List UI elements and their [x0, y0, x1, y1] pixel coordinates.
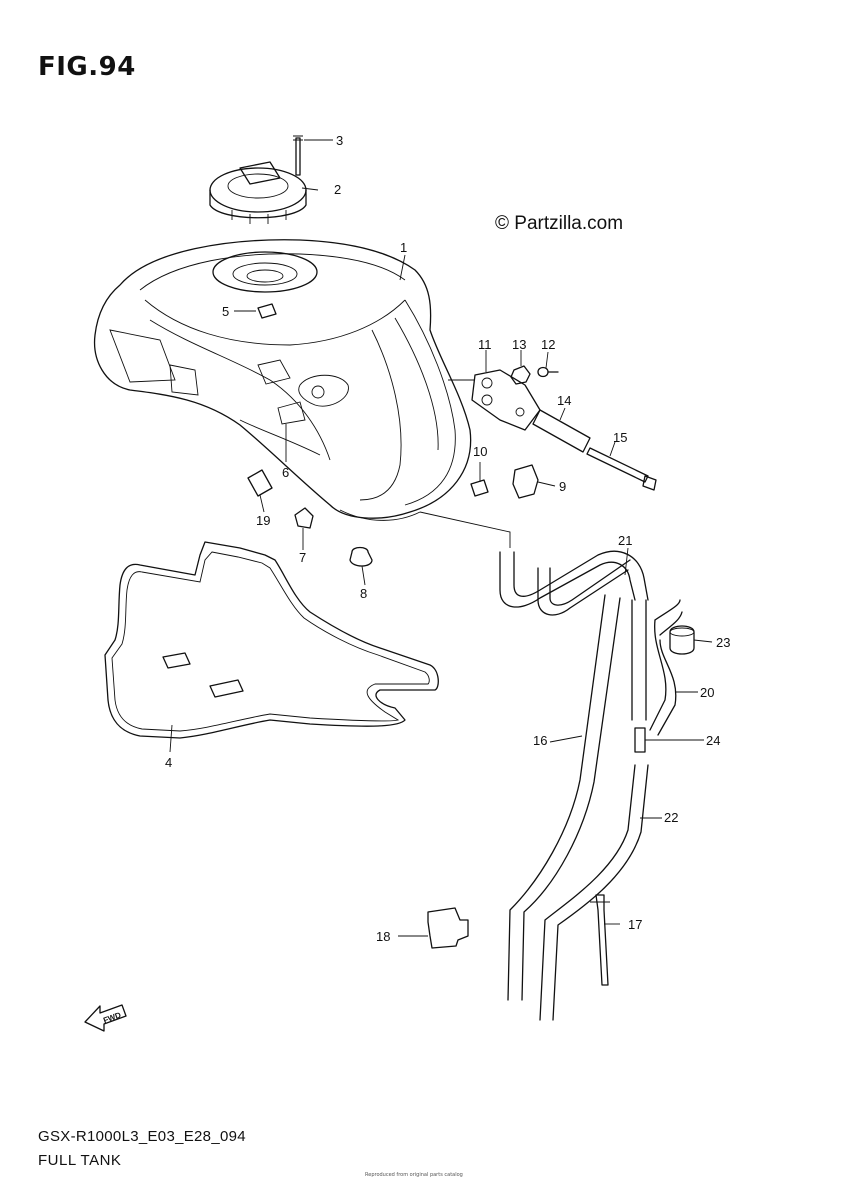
part-label-20: 20 — [700, 685, 714, 700]
part-label-13: 13 — [512, 337, 526, 352]
part-label-12: 12 — [541, 337, 555, 352]
part-label-23: 23 — [716, 635, 730, 650]
part-label-1: 1 — [400, 240, 407, 255]
leader-lines — [169, 139, 713, 937]
fwd-arrow-icon — [84, 1004, 127, 1032]
part-labels: 1 2 3 4 5 6 7 8 9 10 11 12 13 14 15 16 1… — [102, 133, 730, 1025]
part-label-6: 6 — [282, 465, 289, 480]
part-label-22: 22 — [664, 810, 678, 825]
fwd-label: FWD — [102, 1010, 122, 1025]
part-label-17: 17 — [628, 917, 642, 932]
part-label-5: 5 — [222, 304, 229, 319]
footnote: Reproduced from original parts catalog — [365, 1172, 463, 1178]
part-label-18: 18 — [376, 929, 390, 944]
hoses-drawing — [419, 511, 683, 1021]
part-label-3: 3 — [336, 133, 343, 148]
watermark: © Partzilla.com — [495, 213, 624, 234]
part-label-10: 10 — [473, 444, 487, 459]
part-label-7: 7 — [299, 550, 306, 565]
part-label-8: 8 — [360, 586, 367, 601]
figure-name: FULL TANK — [38, 1152, 122, 1169]
fuel-cap-drawing — [209, 135, 307, 224]
part-label-21: 21 — [618, 533, 632, 548]
figure-title: FIG.94 — [38, 52, 136, 82]
gasket-drawing — [104, 541, 439, 739]
part-label-9: 9 — [559, 479, 566, 494]
part-label-2: 2 — [334, 182, 341, 197]
part-label-14: 14 — [557, 393, 571, 408]
part-label-4: 4 — [165, 755, 172, 770]
fuel-tank-drawing — [93, 239, 472, 521]
part-label-11: 11 — [478, 337, 492, 352]
part-label-15: 15 — [613, 430, 627, 445]
small-parts-drawing — [84, 303, 695, 1032]
part-label-19: 19 — [256, 513, 270, 528]
part-label-16: 16 — [533, 733, 547, 748]
figure-code: GSX-R1000L3_E03_E28_094 — [38, 1128, 246, 1145]
part-label-24: 24 — [706, 733, 720, 748]
